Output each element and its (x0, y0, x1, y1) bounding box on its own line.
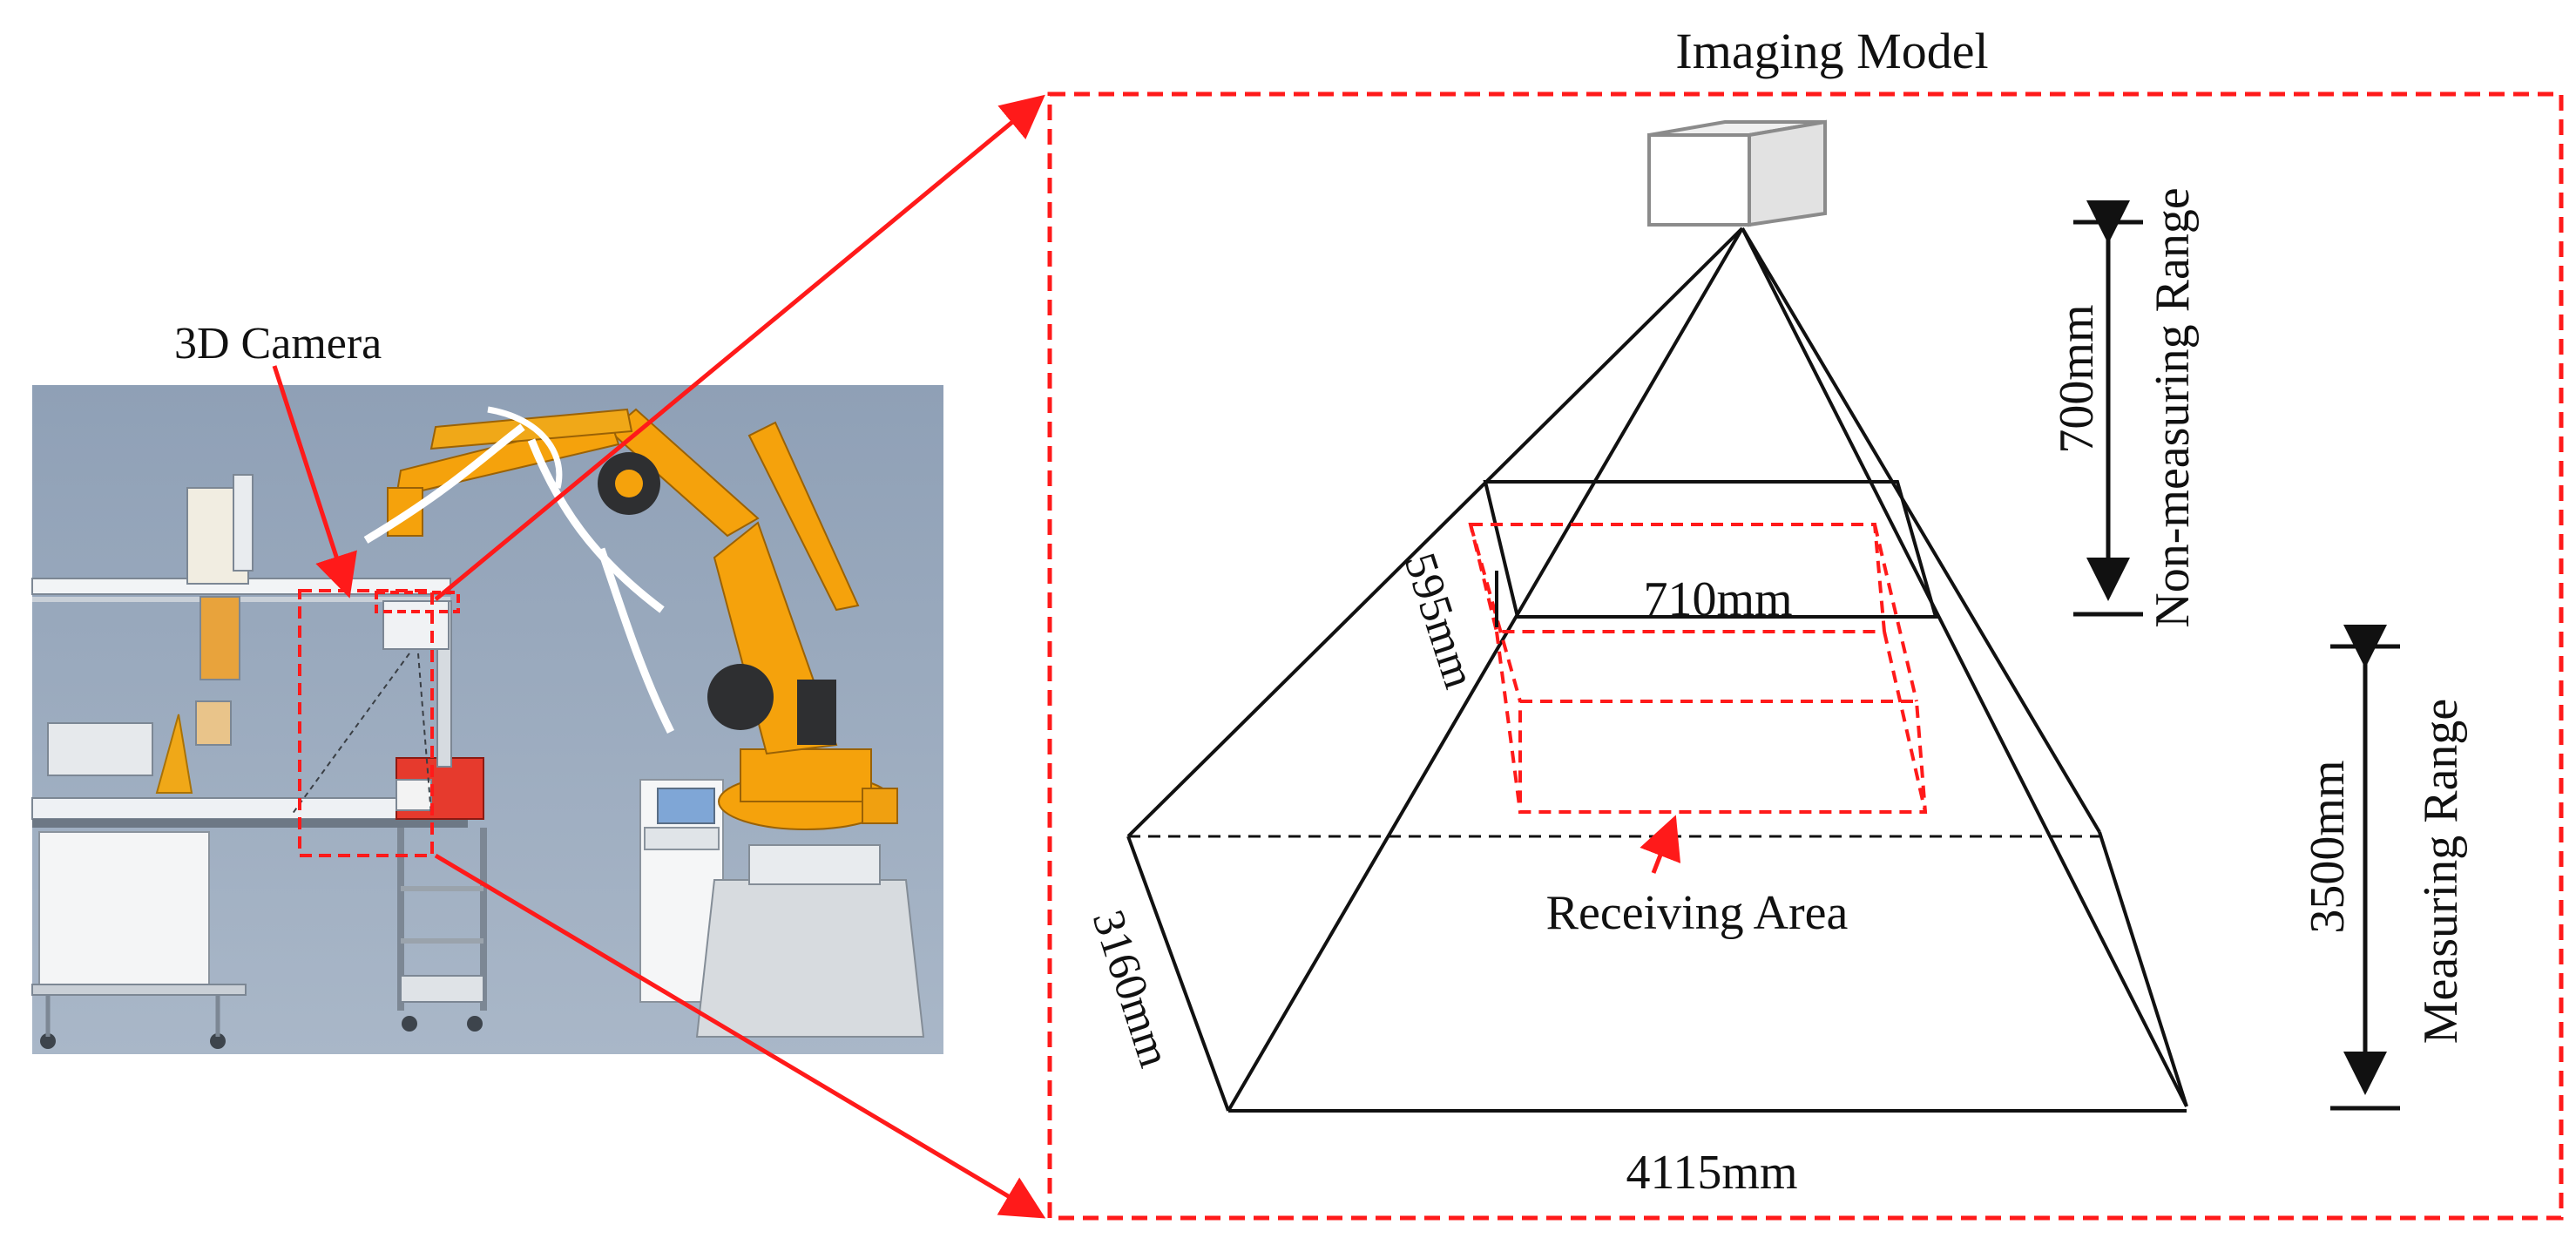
zoom-arrow-bottom (434, 853, 1046, 1219)
camera-box-icon (1647, 119, 1827, 227)
measuring-range-label: Measuring Range (2414, 699, 2468, 1045)
imaging-model-title: Imaging Model (1675, 23, 1988, 79)
receiving-area-box (1468, 523, 1928, 814)
camera-label: 3D Camera (174, 319, 382, 369)
robot-scene (31, 385, 943, 1054)
conveyor-structure (31, 474, 487, 1049)
zoom-arrow-top (434, 94, 1045, 601)
dim-4115-label: 4115mm (1626, 1146, 1797, 1200)
robot-arm-icon (363, 406, 925, 1038)
field-of-view-pyramid (1126, 227, 2188, 1113)
receiving-area-pointer-arrow (1640, 815, 1681, 874)
dim-3160-label: 3160mm (1083, 904, 1180, 1072)
dim-595-label: 595mm (1395, 547, 1484, 694)
receiving-area-label: Receiving Area (1546, 886, 1849, 940)
non-measuring-range-label: Non-measuring Range (2146, 187, 2200, 627)
imaging-model-panel (1047, 91, 2564, 1221)
camera-pointer-arrow (272, 365, 357, 599)
camera-mount-highlight (375, 591, 460, 613)
dim-3500-label: 3500mm (2301, 760, 2355, 933)
dim-700-label: 700mm (2050, 304, 2104, 453)
left-cabinet (38, 831, 210, 990)
camera-highlight-box (298, 589, 434, 857)
dim-710-label: 710mm (1643, 572, 1792, 626)
